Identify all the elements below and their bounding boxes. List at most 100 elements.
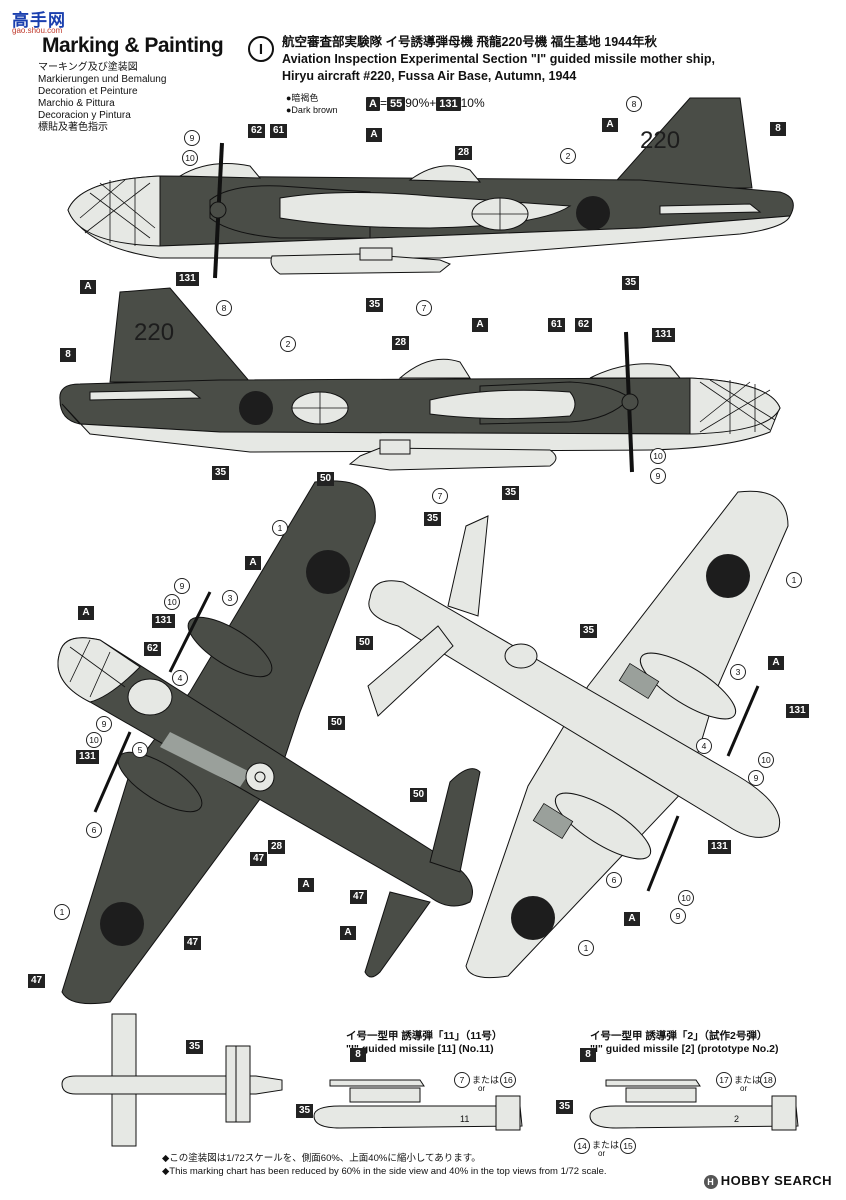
missile-2-en: "I" guided missile [2] (prototype No.2) (590, 1043, 779, 1055)
callout-7: 7 (416, 300, 432, 316)
missile-2-jp: イ号一型甲 誘導弾「2」（試作2号弾） (590, 1030, 768, 1042)
hinomaru-marking (239, 391, 273, 425)
callout-47: 47 (28, 974, 46, 988)
callout-62: 62 (248, 124, 266, 138)
footnote: ◆この塗装図は1/72スケールを、側面60%、上面40%に縮小してあります。 ◆… (162, 1152, 607, 1178)
callout-1: 1 (272, 520, 288, 536)
callout-61: 61 (548, 318, 566, 332)
callout-8: 8 (770, 122, 786, 136)
watermark-title: 高手网 (12, 11, 66, 30)
callout-131: 131 (176, 272, 199, 286)
hinomaru-marking (511, 896, 555, 940)
or-label-jp: または (472, 1075, 500, 1085)
callout-a: A (472, 318, 488, 332)
language-item: Decoracion y Pintura (38, 110, 131, 121)
formula-part-1: 90%+ (405, 96, 437, 110)
language-list: マーキング及び塗装図 Markierungen und Bemalung Dec… (38, 62, 166, 134)
color-chip-131: 131 (436, 97, 461, 111)
callout-10: 10 (678, 890, 694, 906)
callout-131: 131 (708, 840, 731, 854)
missile-11-en: "I" guided missile [11] (No.11) (346, 1043, 494, 1055)
callout-131: 131 (152, 614, 175, 628)
or-label-jp: または (734, 1075, 762, 1085)
callout-62: 62 (144, 642, 162, 656)
hinomaru-marking (100, 902, 144, 946)
callout-8: 8 (60, 348, 76, 362)
scheme-number-badge: I (248, 36, 274, 62)
scheme-title: 航空審査部実験隊 イ号誘導弾母機 飛龍220号機 福生基地 1944年秋 Avi… (282, 34, 715, 85)
callout-3: 3 (730, 664, 746, 680)
language-item: Markierungen und Bemalung (38, 74, 167, 85)
callout-28: 28 (268, 840, 286, 854)
callout-9: 9 (670, 908, 686, 924)
missile-2-label: イ号一型甲 誘導弾「2」（試作2号弾） "I" guided missile [… (590, 1030, 778, 1056)
callout-35: 35 (212, 466, 230, 480)
scheme-title-en-1: Aviation Inspection Experimental Section… (282, 52, 716, 66)
callout-8: 8 (350, 1048, 366, 1062)
missile-2-side-view: 2 (589, 1079, 799, 1131)
callout-a: A (78, 606, 94, 620)
callout-61: 61 (270, 124, 288, 138)
legend-en: ●Dark brown (286, 105, 338, 115)
footnote-jp: ◆この塗装図は1/72スケールを、側面60%、上面40%に縮小してあります。 (162, 1153, 481, 1164)
callout-10: 10 (182, 150, 198, 166)
scheme-title-en-2: Hiryu aircraft #220, Fussa Air Base, Aut… (282, 69, 577, 83)
callout-131: 131 (652, 328, 675, 342)
callout-9: 9 (184, 130, 200, 146)
callout-9: 9 (748, 770, 764, 786)
callout-18: 18 (760, 1072, 776, 1088)
callout-35: 35 (622, 276, 640, 290)
callout-7: 7 (432, 488, 448, 504)
callout-10: 10 (164, 594, 180, 610)
callout-a: A (768, 656, 784, 670)
callout-7: 7 (454, 1072, 470, 1088)
callout-1: 1 (54, 904, 70, 920)
language-item: 標貼及著色指示 (38, 122, 108, 133)
callout-14: 14 (574, 1138, 590, 1154)
missile-top-view (61, 1013, 283, 1147)
callout-6: 6 (86, 822, 102, 838)
callout-35: 35 (502, 486, 520, 500)
callout-35: 35 (424, 512, 442, 526)
callout-5: 5 (132, 742, 148, 758)
or-label-en: or (740, 1084, 748, 1093)
callout-9: 9 (96, 716, 112, 732)
callout-35: 35 (366, 298, 384, 312)
callout-35: 35 (186, 1040, 204, 1054)
side-view-port: 220 (67, 97, 794, 279)
callout-10: 10 (650, 448, 666, 464)
callout-50: 50 (317, 472, 335, 486)
or-label-en: or (598, 1149, 606, 1158)
callout-8: 8 (216, 300, 232, 316)
formula-equals: = (379, 96, 387, 110)
callout-28: 28 (455, 146, 473, 160)
callout-35: 35 (296, 1104, 314, 1118)
callout-a: A (602, 118, 618, 132)
side-view-starboard: 220 (59, 287, 781, 473)
callout-a: A (340, 926, 356, 940)
callout-2: 2 (560, 148, 576, 164)
footnote-en: ◆This marking chart has been reduced by … (162, 1166, 607, 1177)
callout-a: A (298, 878, 314, 892)
callout-50: 50 (356, 636, 374, 650)
callout-50: 50 (410, 788, 428, 802)
callout-10: 10 (86, 732, 102, 748)
callout-50: 50 (328, 716, 346, 730)
callout-6: 6 (606, 872, 622, 888)
scheme-title-jp: 航空審査部実験隊 イ号誘導弾母機 飛龍220号機 福生基地 1944年秋 (282, 35, 658, 49)
language-item: マーキング及び塗装図 (38, 62, 138, 73)
missile-11-jp: イ号一型甲 誘導弾「11」（11号） (346, 1030, 503, 1042)
callout-28: 28 (392, 336, 410, 350)
callout-1: 1 (578, 940, 594, 956)
hinomaru-marking (576, 196, 610, 230)
hinomaru-marking (306, 550, 350, 594)
formula-part-2: 10% (460, 96, 485, 110)
missile-11-label: イ号一型甲 誘導弾「11」（11号） "I" guided missile [1… (346, 1030, 502, 1056)
page-title: Marking & Painting (42, 34, 224, 57)
callout-9: 9 (174, 578, 190, 594)
callout-35: 35 (556, 1100, 574, 1114)
callout-9: 9 (650, 468, 666, 484)
callout-15: 15 (620, 1138, 636, 1154)
callout-131: 131 (786, 704, 809, 718)
